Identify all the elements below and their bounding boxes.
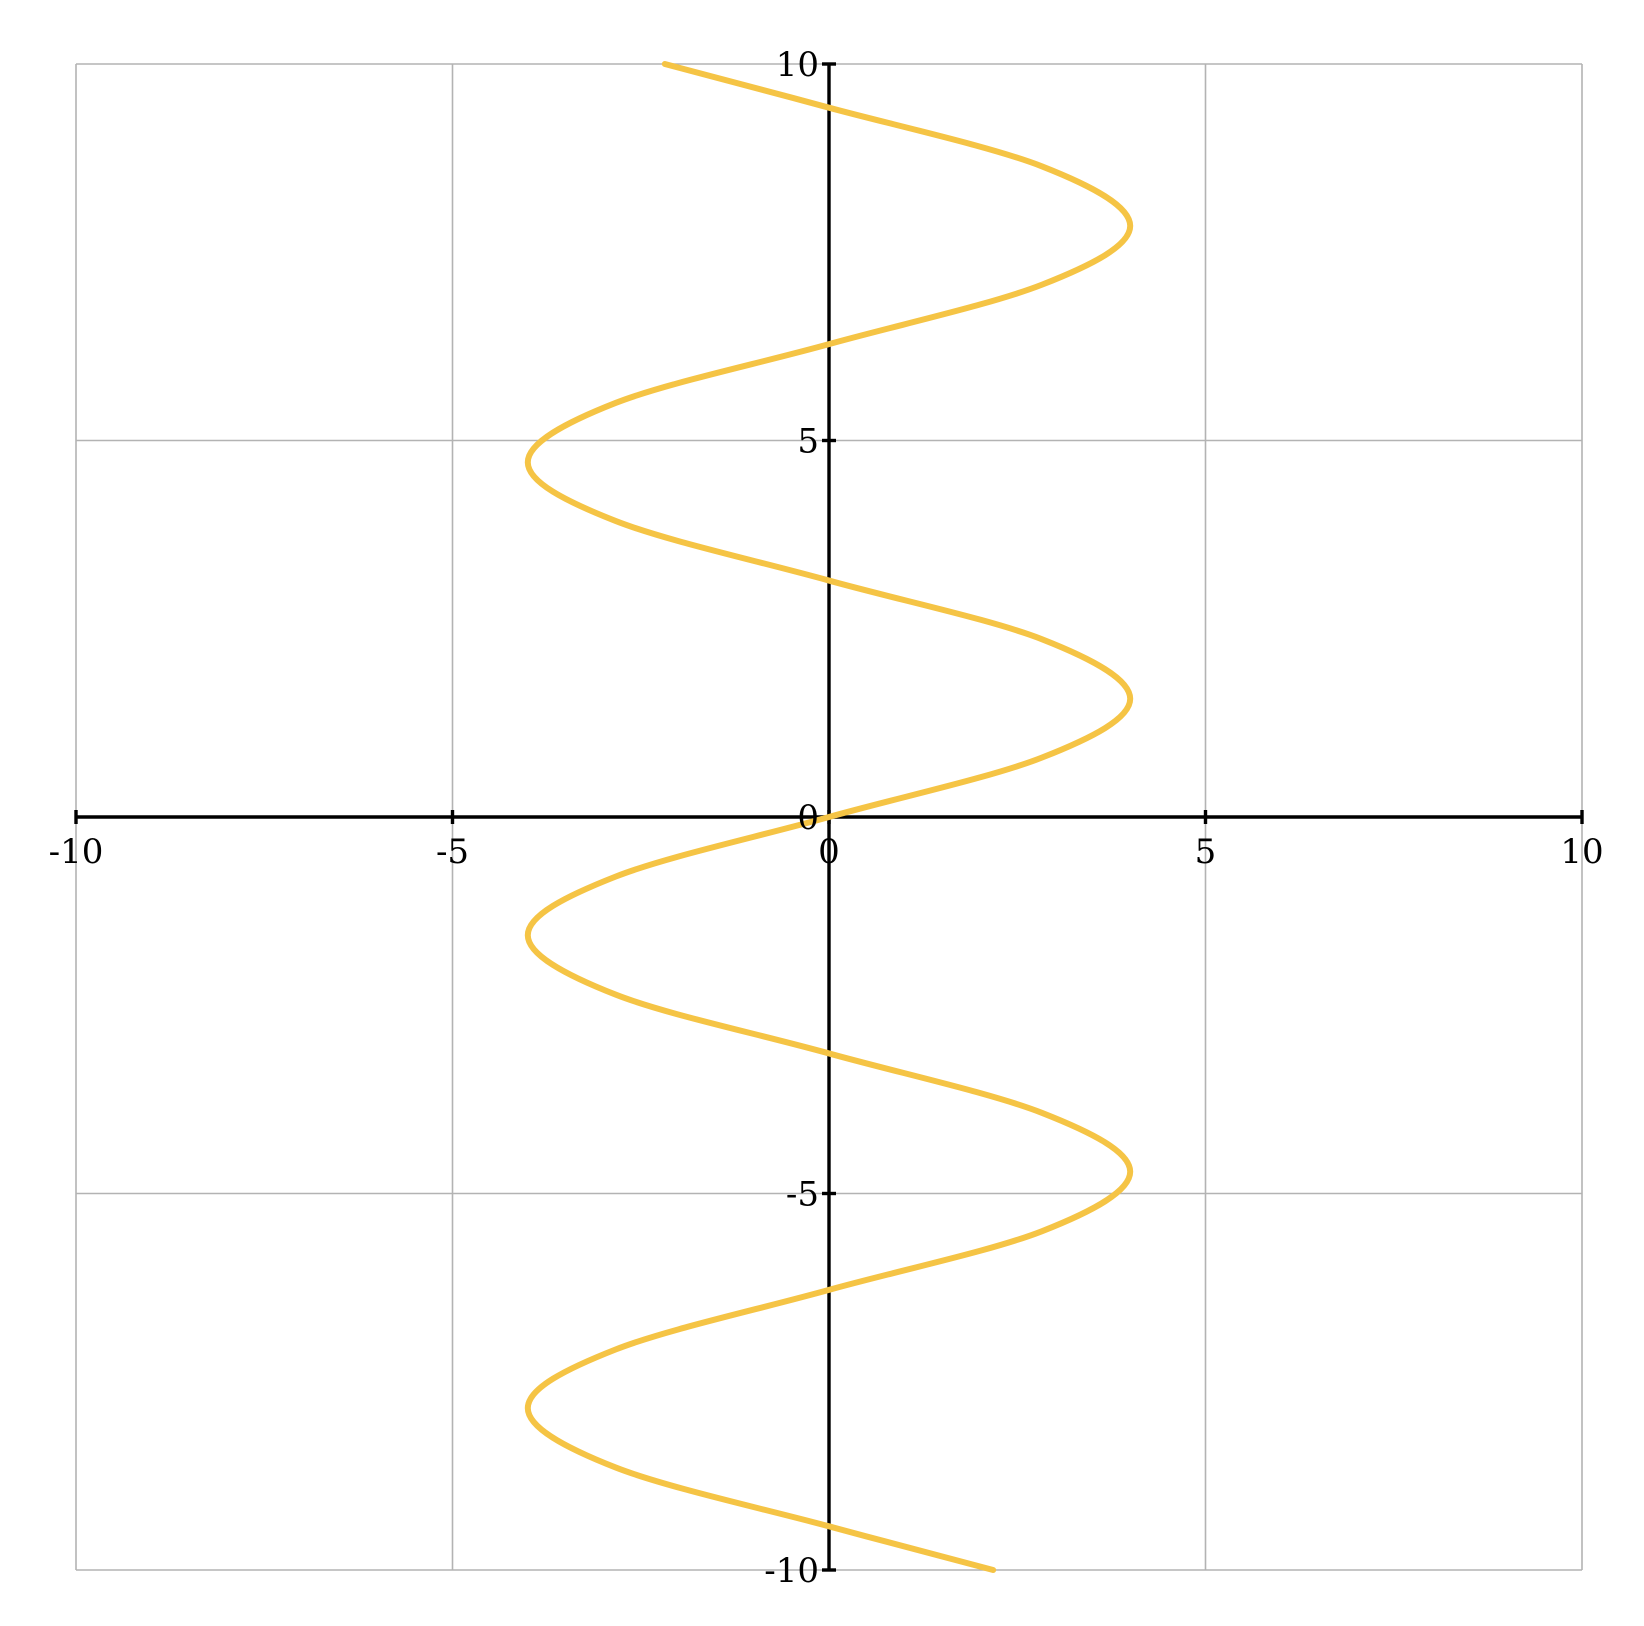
tick-labels: -10 -5 0 5 10 -10 -5 0 5 10 <box>49 45 1604 1591</box>
y-tick-label-1: -5 <box>786 1175 819 1215</box>
series-layer <box>524 61 1134 1573</box>
x-tick-label-1: -5 <box>436 832 469 872</box>
y-tick-label-2: 0 <box>797 798 819 838</box>
y-tick-label-0: -10 <box>764 1551 819 1591</box>
x-tick-label-4: 10 <box>1560 832 1603 872</box>
series-line-0 <box>524 61 1134 1573</box>
x-tick-label-2: 0 <box>818 832 840 872</box>
x-tick-label-0: -10 <box>49 832 104 872</box>
y-tick-label-3: 5 <box>797 422 819 462</box>
y-tick-label-4: 10 <box>776 45 819 85</box>
x-tick-label-3: 5 <box>1195 832 1217 872</box>
